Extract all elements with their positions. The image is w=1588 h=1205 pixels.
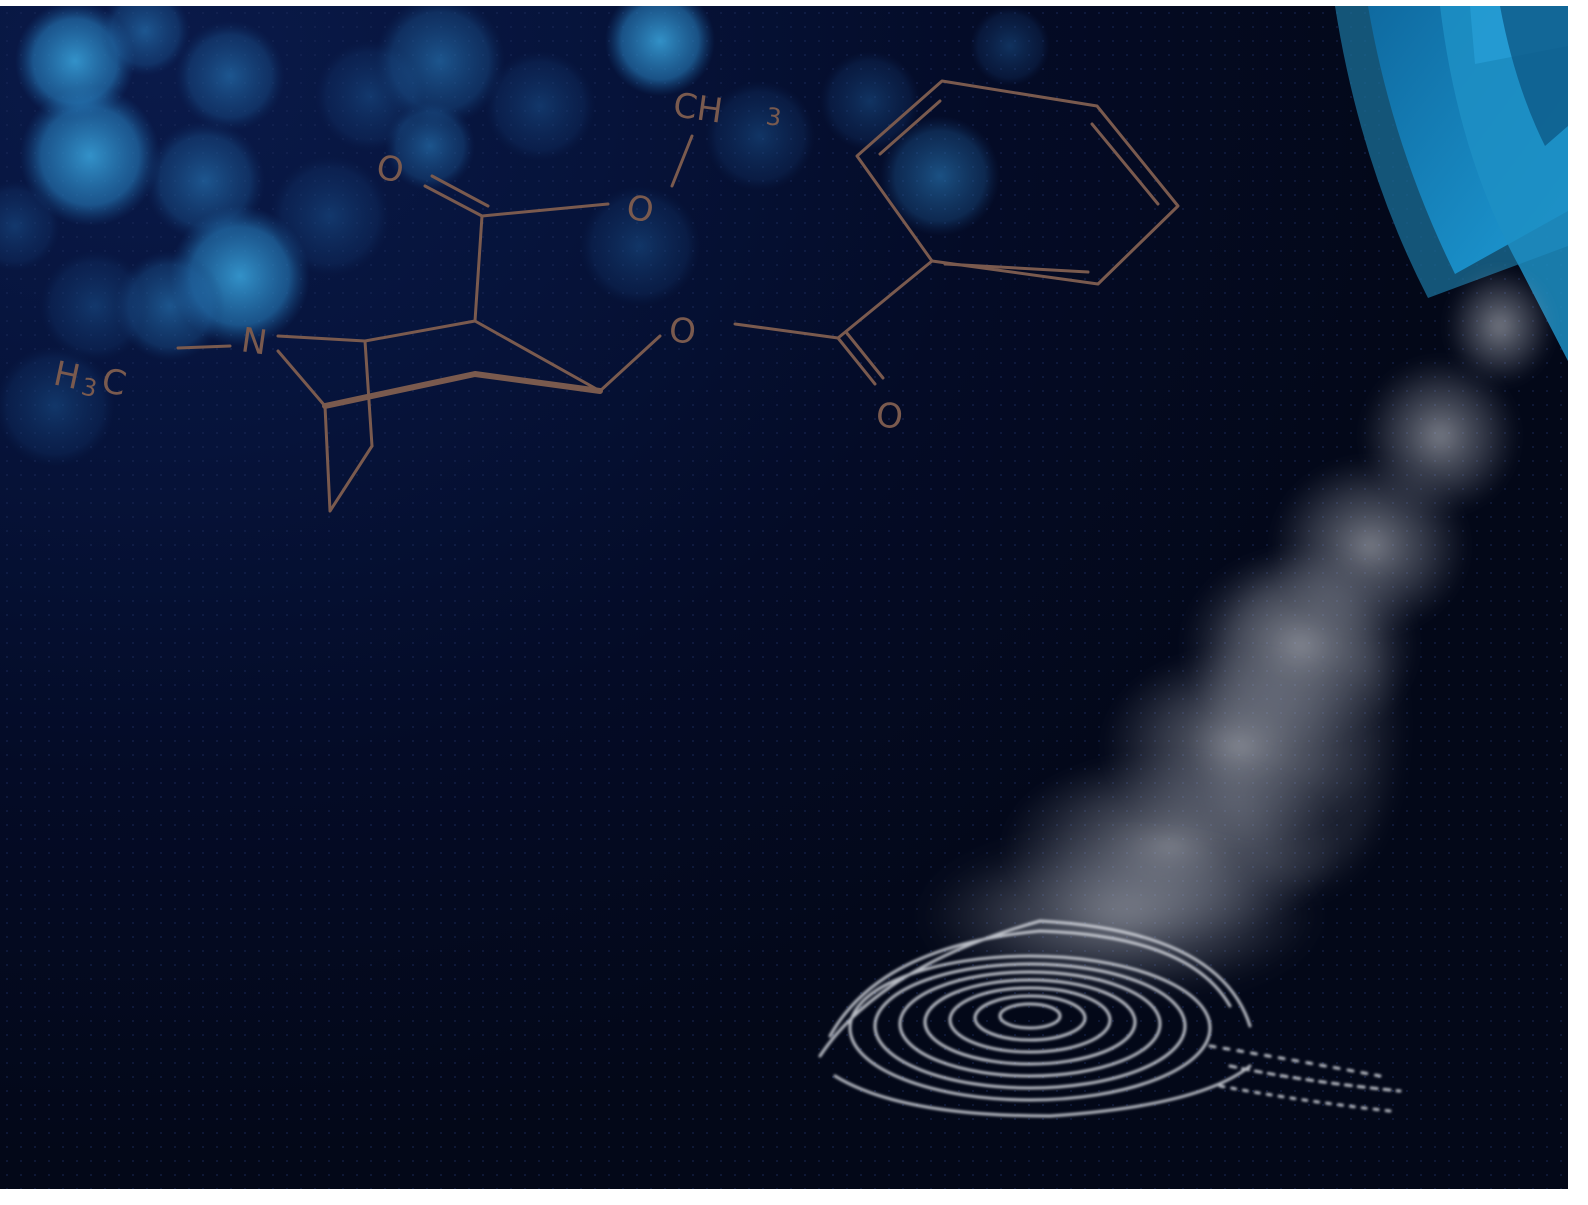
background-illustration: H 3 C N O O CH 3 O O	[0, 6, 1568, 1189]
svg-text:O: O	[667, 310, 698, 353]
background-panel: H 3 C N O O CH 3 O O	[0, 6, 1568, 1189]
cocaine-structure-illustration	[176, 79, 1180, 513]
corner-arc-decoration	[1335, 6, 1568, 361]
bokeh-lights	[0, 6, 1050, 466]
svg-text:3: 3	[764, 102, 783, 132]
fingerprint-icon	[818, 919, 1402, 1118]
svg-text:3: 3	[79, 372, 100, 403]
svg-text:CH: CH	[671, 85, 725, 131]
svg-text:N: N	[239, 320, 270, 363]
molecule-labels: H 3 C N O O CH 3 O O	[50, 85, 905, 437]
svg-text:O: O	[874, 395, 905, 438]
powder-stream-illustration	[920, 266, 1555, 996]
